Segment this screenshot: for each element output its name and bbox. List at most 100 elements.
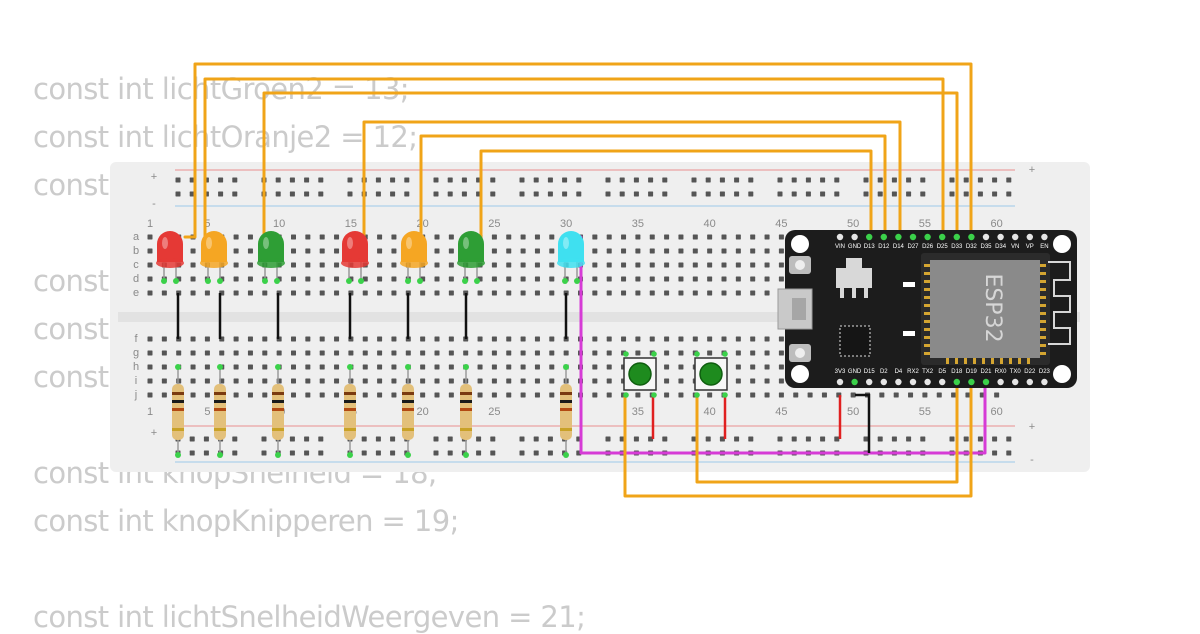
- led-orange[interactable]: [200, 231, 228, 284]
- breadboard-hole: [305, 350, 311, 356]
- antenna-trace: [1048, 261, 1071, 345]
- rail-hole: [347, 177, 353, 183]
- breadboard-hole: [707, 234, 713, 240]
- header-pin-bottom: [866, 378, 873, 386]
- breadboard-hole: [606, 336, 612, 342]
- breadboard-hole: [750, 290, 756, 296]
- breadboard-hole: [750, 364, 756, 370]
- rail-hole: [891, 177, 897, 183]
- breadboard-hole: [592, 276, 598, 282]
- breadboard-hole: [764, 276, 770, 282]
- wire-led2[interactable]: [203, 77, 945, 239]
- breadboard-hole: [305, 234, 311, 240]
- rail-hole: [318, 191, 324, 197]
- resistor-pin-highlight: [405, 364, 411, 370]
- breadboard-hole: [391, 350, 397, 356]
- led-rim: [156, 258, 184, 268]
- resistor[interactable]: [560, 364, 572, 458]
- column-number-top: 35: [632, 218, 644, 230]
- rail-hole: [662, 436, 668, 442]
- rail-hole: [820, 436, 826, 442]
- breadboard-hole: [334, 364, 340, 370]
- led-body: [401, 231, 427, 262]
- breadboard-hole: [233, 234, 239, 240]
- wire-button1[interactable]: [623, 380, 973, 498]
- wire-button2[interactable]: [695, 380, 959, 484]
- breadboard-hole: [506, 336, 512, 342]
- led-rim: [557, 258, 585, 268]
- led-orange[interactable]: [400, 231, 428, 284]
- wires: [176, 62, 987, 498]
- rail-hole: [547, 191, 553, 197]
- led-pin-highlight: [574, 278, 580, 284]
- led-green[interactable]: [457, 231, 485, 284]
- led-red[interactable]: [341, 231, 369, 284]
- wire-gnd-rail[interactable]: [855, 393, 871, 453]
- rail-hole: [719, 436, 725, 442]
- breadboard-hole: [262, 378, 268, 384]
- breadboard-hole: [735, 378, 741, 384]
- breadboard-hole: [778, 234, 784, 240]
- led-red[interactable]: [156, 231, 184, 284]
- breadboard-hole: [147, 234, 153, 240]
- resistor[interactable]: [214, 364, 226, 458]
- breadboard-hole: [592, 248, 598, 254]
- led-cyan[interactable]: [557, 231, 585, 284]
- breadboard-hole: [735, 234, 741, 240]
- breadboard-hole: [592, 290, 598, 296]
- breadboard-hole: [434, 392, 440, 398]
- breadboard-hole: [707, 262, 713, 268]
- led-green[interactable]: [257, 231, 285, 284]
- breadboard-hole: [592, 350, 598, 356]
- wire-led1[interactable]: [183, 62, 973, 239]
- rail-hole: [705, 191, 711, 197]
- header-pin-top: [880, 233, 887, 241]
- pin-label: D35: [980, 244, 992, 250]
- breadboard-hole: [190, 248, 196, 254]
- rail-minus-label: -: [152, 198, 156, 210]
- wire-led6[interactable]: [479, 149, 873, 239]
- breadboard-hole: [147, 336, 153, 342]
- rail-hole: [992, 436, 998, 442]
- rail-hole: [777, 177, 783, 183]
- rail-hole: [218, 177, 224, 183]
- column-number-top: 10: [273, 218, 285, 230]
- breadboard-hole: [707, 350, 713, 356]
- breadboard-hole: [549, 248, 555, 254]
- breadboard-hole: [291, 234, 296, 240]
- resistor[interactable]: [402, 364, 414, 458]
- breadboard-hole: [190, 262, 196, 268]
- rail-hole: [433, 177, 439, 183]
- wire-led7[interactable]: [579, 235, 987, 455]
- breadboard-hole: [664, 234, 670, 240]
- resistor[interactable]: [460, 364, 472, 458]
- breadboard-hole: [764, 234, 770, 240]
- resistor[interactable]: [272, 364, 284, 458]
- breadboard-hole: [491, 392, 497, 398]
- breadboard-hole: [247, 336, 253, 342]
- mounting-hole: [791, 365, 809, 383]
- resistor-pin-highlight: [175, 452, 181, 458]
- push-button-1[interactable]: [623, 351, 657, 398]
- rail-hole: [863, 191, 869, 197]
- wire-led5[interactable]: [419, 134, 887, 239]
- breadboard-hole: [606, 234, 612, 240]
- breadboard-hole: [534, 392, 540, 398]
- resistor[interactable]: [172, 364, 184, 458]
- code-line: const: [33, 264, 109, 298]
- push-button-2[interactable]: [694, 351, 728, 398]
- header-pin-top: [895, 233, 902, 241]
- wire-led4[interactable]: [362, 120, 902, 239]
- wire-led3[interactable]: [262, 91, 959, 239]
- breadboard-hole: [764, 364, 770, 370]
- breadboard-hole: [190, 290, 196, 296]
- breadboard-hole: [233, 392, 239, 398]
- resistor-band: [272, 408, 284, 411]
- breadboard-hole: [506, 378, 512, 384]
- breadboard-hole: [707, 392, 713, 398]
- pin-label: D14: [893, 244, 905, 250]
- header-pin-top: [997, 233, 1004, 241]
- resistor[interactable]: [344, 364, 356, 458]
